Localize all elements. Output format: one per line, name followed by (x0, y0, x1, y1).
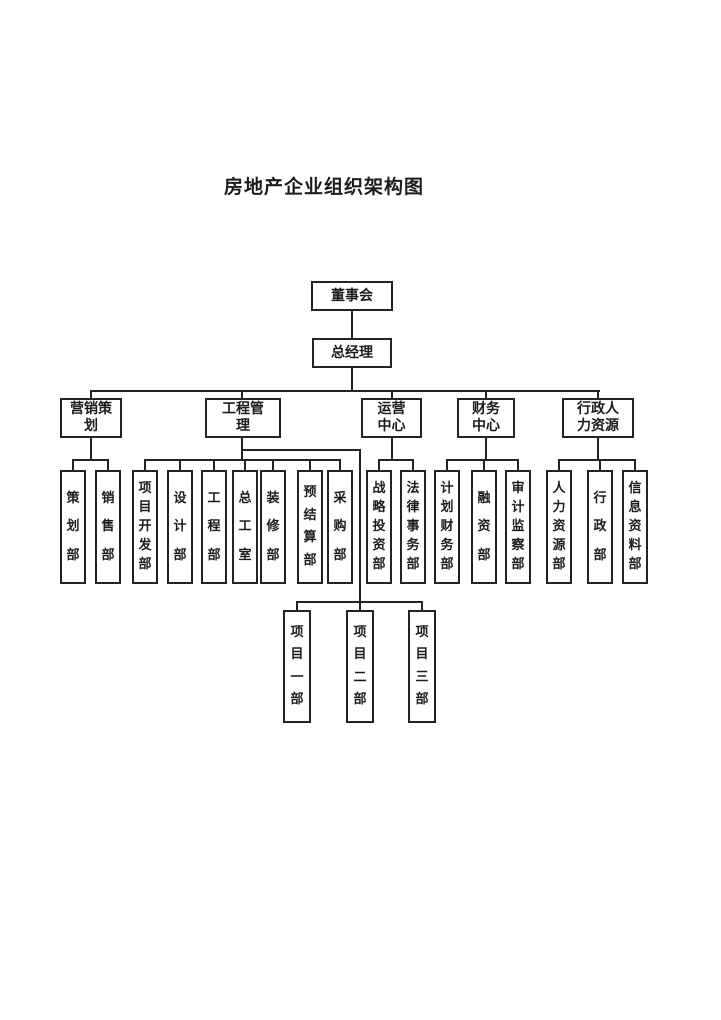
connector-drop (597, 390, 599, 398)
node-label: 董事会 (331, 287, 373, 304)
connector-drop (213, 459, 215, 470)
connector-board-gm (351, 311, 353, 338)
connector-drop (599, 459, 601, 470)
node-admin-hr: 行政人力资源 (562, 398, 634, 438)
connector-drop (339, 459, 341, 470)
connector-main-bus (91, 390, 600, 392)
node-procurement-dept: 采购部 (327, 470, 353, 584)
node-design-dept: 设计部 (167, 470, 193, 584)
connector-drop (517, 459, 519, 470)
connector-group-bus (378, 459, 414, 461)
connector-gm-bus (351, 368, 353, 390)
node-project-development-dept: 项目开发部 (132, 470, 158, 584)
node-financing-dept: 融资部 (471, 470, 497, 584)
connector-drop (558, 459, 560, 470)
connector-group-bus (72, 459, 109, 461)
connector-drop (272, 459, 274, 470)
node-information-data-dept: 信息资料部 (622, 470, 648, 584)
connector-drop (107, 459, 109, 470)
node-label: 营销策划 (70, 401, 112, 434)
connector-drop (446, 459, 448, 470)
connector-stem (90, 438, 92, 459)
node-operations-center: 运营中心 (361, 398, 422, 438)
connector-drop (72, 459, 74, 470)
connector-drop (421, 601, 423, 610)
connector-drop (241, 390, 243, 398)
connector-drop (144, 459, 146, 470)
connector-stem (241, 438, 243, 459)
node-administration-dept: 行政部 (587, 470, 613, 584)
node-board-of-directors: 董事会 (311, 281, 393, 311)
node-marketing-planning: 营销策划 (60, 398, 122, 438)
connector-drop (90, 390, 92, 398)
node-general-manager: 总经理 (312, 338, 392, 368)
connector-group-bus (558, 459, 636, 461)
connector-drop (359, 601, 361, 610)
connector-drop (391, 390, 393, 398)
connector-drop (483, 459, 485, 470)
connector-drop (485, 390, 487, 398)
node-sales-dept: 销售部 (95, 470, 121, 584)
chart-title: 房地产企业组织架构图 (224, 176, 425, 198)
node-label: 工程管理 (222, 401, 264, 434)
connector-drop (179, 459, 181, 470)
connector-group-bus (446, 459, 519, 461)
connector-projects-branch (242, 449, 361, 451)
connector-drop (296, 601, 298, 610)
connector-drop (634, 459, 636, 470)
node-project-division-2: 项目二部 (346, 610, 374, 723)
node-human-resources-dept: 人力资源部 (546, 470, 572, 584)
connector-drop (244, 459, 246, 470)
node-project-division-3: 项目三部 (408, 610, 436, 723)
node-planning-dept: 策划部 (60, 470, 86, 584)
connector-drop (412, 459, 414, 470)
node-label: 总经理 (331, 344, 373, 361)
node-strategic-investment-dept: 战略投资部 (366, 470, 392, 584)
connector-drop (309, 459, 311, 470)
node-engineering-management: 工程管理 (205, 398, 281, 438)
node-project-division-1: 项目一部 (283, 610, 311, 723)
connector-group-bus (144, 459, 341, 461)
connector-stem (391, 438, 393, 459)
node-chief-engineer-office: 总工室 (232, 470, 258, 584)
connector-stem (485, 438, 487, 459)
node-label: 运营中心 (377, 401, 406, 434)
node-label: 财务中心 (472, 401, 500, 434)
node-label: 行政人力资源 (577, 401, 619, 434)
node-budget-settlement-dept: 预结算部 (297, 470, 323, 584)
node-finance-center: 财务中心 (457, 398, 515, 438)
connector-drop (378, 459, 380, 470)
node-legal-affairs-dept: 法律事务部 (400, 470, 426, 584)
node-planning-finance-dept: 计划财务部 (434, 470, 460, 584)
node-engineering-dept: 工程部 (201, 470, 227, 584)
connector-stem (597, 438, 599, 459)
node-decoration-dept: 装修部 (260, 470, 286, 584)
node-audit-supervision-dept: 审计监察部 (505, 470, 531, 584)
connector-projects-trunk (359, 449, 361, 601)
